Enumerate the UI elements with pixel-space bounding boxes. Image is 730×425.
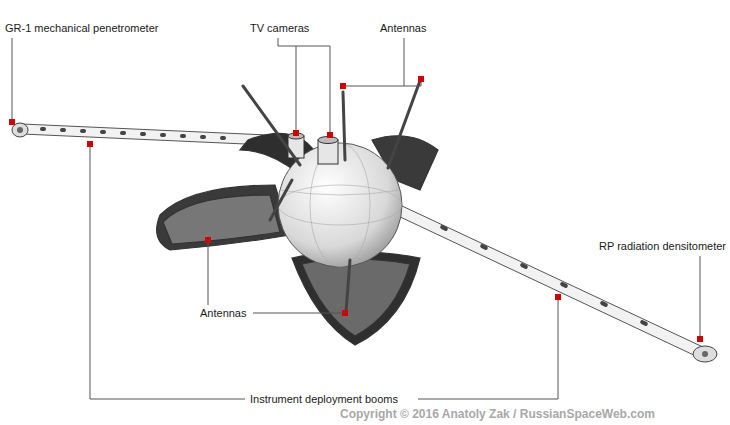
right-boom bbox=[396, 205, 717, 362]
part-label: Antennas bbox=[200, 307, 246, 320]
part-label: Instrument deployment booms bbox=[250, 393, 398, 406]
part-label: Antennas bbox=[380, 22, 426, 35]
leader-lines bbox=[12, 38, 700, 399]
petals bbox=[157, 133, 438, 345]
copyright-watermark: Copyright © 2016 Anatoly Zak / RussianSp… bbox=[340, 408, 655, 421]
whip-antennas bbox=[243, 78, 421, 312]
leader-marks bbox=[9, 76, 703, 342]
part-label: RP radiation densitometer bbox=[599, 240, 726, 253]
part-label: TV cameras bbox=[250, 22, 309, 35]
part-label: GR-1 mechanical penetrometer bbox=[5, 22, 158, 35]
